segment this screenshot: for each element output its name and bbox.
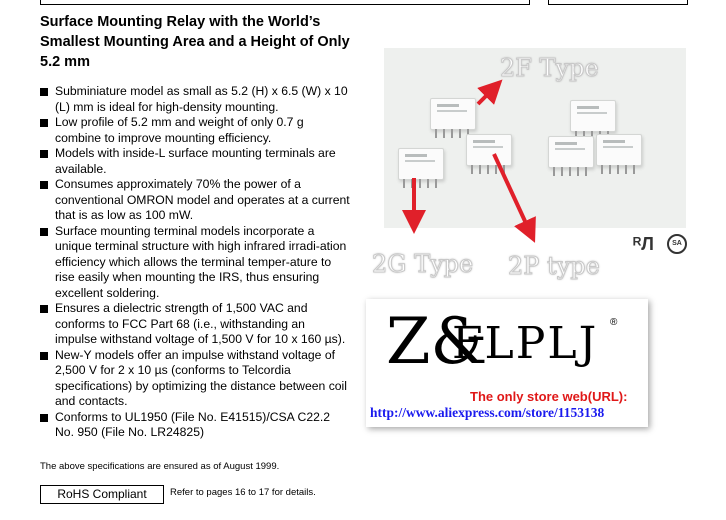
label-2p-type: 2P type <box>508 252 601 281</box>
list-item: Ensures a dielectric strength of 1,500 V… <box>40 301 350 348</box>
top-frame-right <box>548 0 688 5</box>
label-2g-type: 2G Type <box>371 250 474 279</box>
list-item: Surface mounting terminal models incorpo… <box>40 224 350 302</box>
registered-mark: ® <box>610 317 618 328</box>
list-item: Models with inside-L surface mounting te… <box>40 146 350 177</box>
bullet-square-icon <box>40 181 48 189</box>
store-logo: Z& <box>386 305 488 379</box>
page-title: Surface Mounting Relay with the World’s … <box>40 14 350 70</box>
store-logo-text: FLPLJ <box>452 318 599 369</box>
rohs-badge: RoHS Compliant <box>40 485 164 504</box>
spec-footnote: The above specifications are ensured as … <box>40 461 280 472</box>
relay-image <box>398 148 444 188</box>
bullet-square-icon <box>40 351 48 360</box>
product-photo <box>384 48 686 228</box>
csa-logo-icon: SA <box>667 234 687 254</box>
relay-image <box>548 136 594 176</box>
bullet-square-icon <box>40 150 48 158</box>
bullet-square-icon <box>40 227 48 236</box>
top-frame-left <box>40 0 530 5</box>
label-2f-type: 2F Type <box>500 54 600 83</box>
relay-image <box>596 134 642 174</box>
refer-note: Refer to pages 16 to 17 for details. <box>170 487 316 498</box>
bullet-square-icon <box>40 88 48 96</box>
store-url-link[interactable]: http://www.aliexpress.com/store/1153138 <box>370 405 605 420</box>
relay-image <box>466 134 512 174</box>
bullet-square-icon <box>40 413 48 422</box>
list-item: Low profile of 5.2 mm and weight of only… <box>40 115 350 146</box>
feature-list: Subminiature model as small as 5.2 (H) x… <box>40 84 350 441</box>
relay-image <box>570 100 616 140</box>
list-item: Conforms to UL1950 (File No. E41515)/CSA… <box>40 410 350 441</box>
ul-logo-icon: ᴿЛ <box>633 234 654 254</box>
list-item: Subminiature model as small as 5.2 (H) x… <box>40 84 350 115</box>
cut-off-heading <box>40 510 240 520</box>
list-item: Consumes approximately 70% the power of … <box>40 177 350 224</box>
relay-image <box>430 98 476 138</box>
store-tagline: The only store web(URL): <box>470 389 628 404</box>
store-banner: Z& FLPLJ ® The only store web(URL): http… <box>366 299 648 427</box>
bullet-square-icon <box>40 305 48 313</box>
list-item: New-Y models offer an impulse withstand … <box>40 348 350 410</box>
bullet-square-icon <box>40 119 48 127</box>
